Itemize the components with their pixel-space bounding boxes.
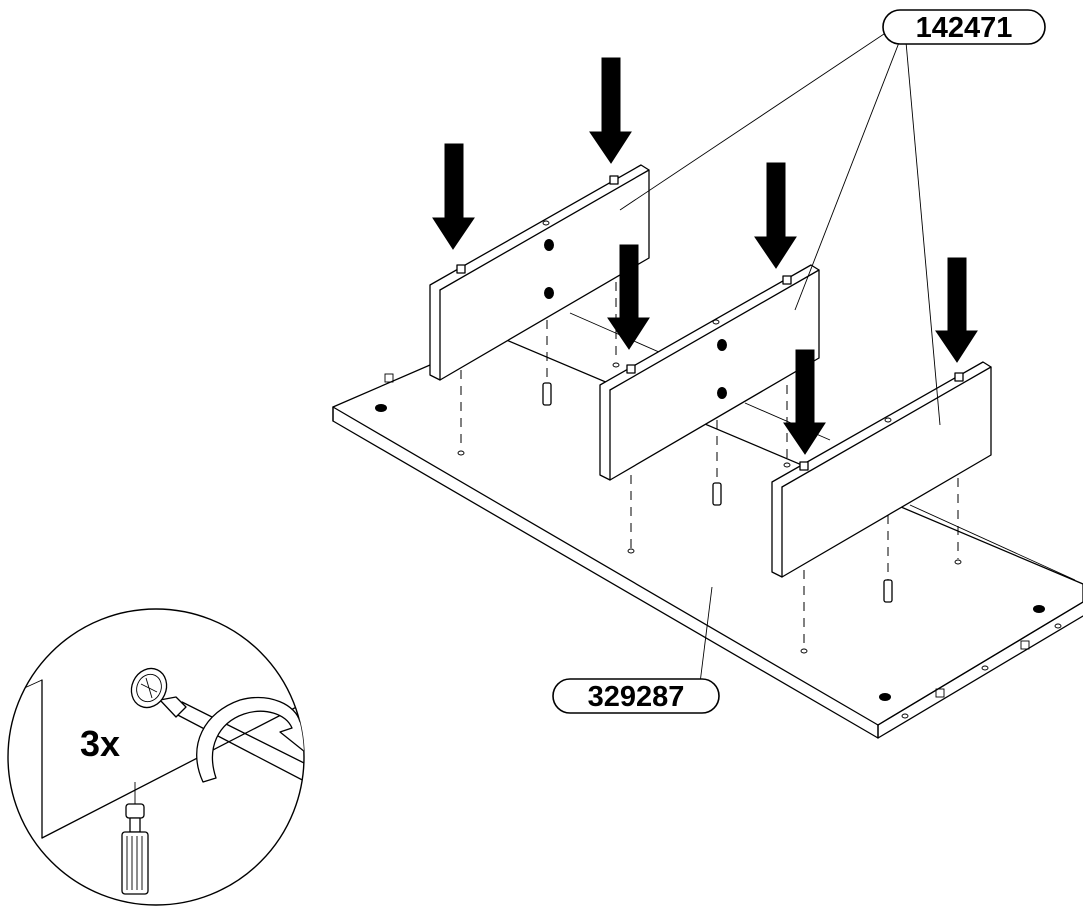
cam-bolt-icon [542, 382, 552, 406]
cam-hole-icon [717, 387, 727, 399]
cam-lock-dowel-icon [121, 782, 149, 895]
cam-hole-icon [1033, 605, 1045, 613]
press-arrows [432, 57, 978, 455]
down-arrow-icon [935, 257, 978, 363]
divider-panel-3 [771, 361, 992, 578]
detail-circle [7, 608, 305, 906]
base-panel [332, 312, 1083, 739]
divider-panel-1 [429, 164, 650, 381]
cam-hole-icon [544, 287, 554, 299]
cam-bolt-icon [883, 579, 893, 603]
quantity-label: 3x [80, 723, 120, 764]
clockwise-rotate-icon [196, 696, 304, 783]
divider-part-number: 142471 [916, 12, 1013, 44]
leader-lines [619, 29, 941, 684]
cam-hole-icon [375, 404, 387, 412]
cam-lock-icon [130, 667, 168, 709]
screwdriver-icon [159, 696, 304, 784]
detail-view: 3x [7, 608, 305, 906]
cam-hole-icon [879, 693, 891, 701]
part-label-329287: 329287 [552, 678, 720, 714]
down-arrow-icon [783, 349, 826, 455]
cam-bolts [542, 382, 893, 603]
cam-hole-icon [717, 339, 727, 351]
base-panel-part-number: 329287 [588, 681, 685, 713]
down-arrow-icon [589, 57, 632, 164]
cam-hole-icon [544, 239, 554, 251]
divider-panel-2 [599, 264, 820, 481]
part-label-142471: 142471 [882, 9, 1046, 45]
cam-bolt-icon [712, 482, 722, 506]
down-arrow-icon [432, 143, 475, 250]
down-arrow-icon [607, 244, 650, 350]
down-arrow-icon [754, 162, 797, 269]
